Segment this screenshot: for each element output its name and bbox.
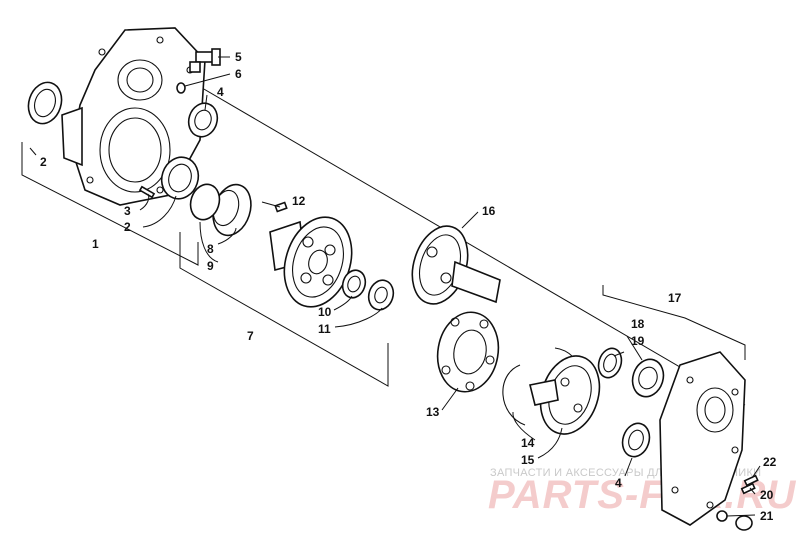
- label-2a: 2: [40, 155, 47, 169]
- label-3: 3: [124, 204, 131, 218]
- thrust-washer: [341, 269, 367, 299]
- needle-bearing: [367, 279, 395, 311]
- label-17: 17: [668, 291, 682, 305]
- output-drum: [269, 216, 353, 308]
- label-12: 12: [292, 194, 306, 208]
- label-18: 18: [631, 317, 645, 331]
- bracket-lines: [21, 142, 746, 387]
- label-5: 5: [235, 50, 242, 64]
- label-1: 1: [92, 237, 99, 251]
- label-4a: 4: [217, 85, 224, 99]
- watermark: ЗАПЧАСТИ И АКСЕССУАРЫ ДЛЯ МОТОТЕХНИКИ PA…: [488, 467, 795, 517]
- oil-seal-left: [27, 81, 63, 125]
- label-14: 14: [521, 436, 535, 450]
- bolt-22: [740, 474, 759, 495]
- bearing-right: [631, 358, 665, 398]
- label-6: 6: [235, 67, 242, 81]
- label-15: 15: [521, 453, 535, 467]
- bearing-top: [187, 102, 219, 138]
- label-22: 22: [763, 455, 777, 469]
- screw-12: [274, 201, 288, 213]
- label-20: 20: [760, 488, 774, 502]
- plug-washer: [716, 510, 728, 522]
- washer-small: [176, 82, 186, 94]
- sprocket: [436, 311, 500, 393]
- bearing-large: [189, 183, 252, 237]
- side-cover: [659, 351, 746, 526]
- label-19: 19: [631, 334, 645, 348]
- oil-seal-right: [597, 347, 623, 379]
- bearing-lower: [621, 422, 651, 458]
- label-4b: 4: [615, 476, 622, 490]
- label-2b: 2: [124, 220, 131, 234]
- part-labels: 1 2 2 3 4 4 5 6 7 8 9 10 11 12 13 14 15 …: [40, 50, 777, 523]
- label-7: 7: [247, 329, 254, 343]
- label-8: 8: [207, 242, 214, 256]
- label-21: 21: [760, 509, 774, 523]
- leader-lines: [29, 56, 761, 517]
- label-13: 13: [426, 405, 440, 419]
- oil-seal-center: [160, 156, 200, 200]
- label-10: 10: [318, 305, 332, 319]
- dowel-pin: [138, 185, 156, 199]
- label-11: 11: [318, 322, 331, 336]
- gear-shaft: [411, 225, 501, 305]
- drain-plug: [735, 515, 753, 531]
- label-9: 9: [207, 259, 214, 273]
- driven-gear: [529, 355, 601, 435]
- label-16: 16: [482, 204, 496, 218]
